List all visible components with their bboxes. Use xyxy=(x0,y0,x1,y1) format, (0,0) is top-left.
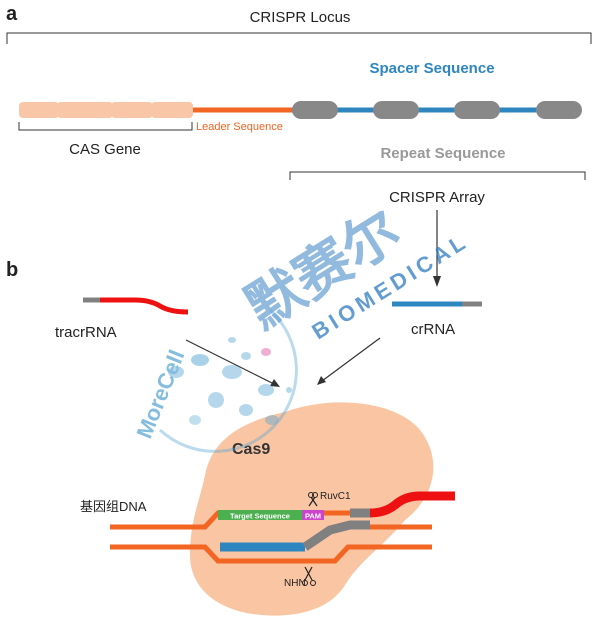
cas-gene-label: CAS Gene xyxy=(69,141,141,158)
cas-gene-block xyxy=(151,102,193,118)
cas-gene-block xyxy=(19,102,59,118)
repeat-block xyxy=(373,101,419,119)
ruvc1-scissors-icon xyxy=(308,492,318,507)
crrna-label: crRNA xyxy=(411,321,455,338)
leader-sequence-label: Leader Sequence xyxy=(196,121,283,133)
cas-gene-block xyxy=(111,102,153,118)
nhn-label: NHN xyxy=(284,578,306,589)
repeat-block xyxy=(454,101,500,119)
tracrrna-red-tail xyxy=(369,491,455,518)
panel-a-label: a xyxy=(6,3,18,25)
pam-block xyxy=(302,510,324,520)
repeat-sequence-label: Repeat Sequence xyxy=(380,145,505,162)
crrna-arrow xyxy=(321,337,381,382)
arrow-head xyxy=(433,276,441,287)
spacer-sequence-label: Spacer Sequence xyxy=(369,60,494,77)
tracrrna-red-segment xyxy=(100,297,189,315)
ruvc1-label: RuvC1 xyxy=(320,491,351,502)
tracrrna-label: tracrRNA xyxy=(55,324,117,341)
genomic-dna-label: 基因组DNA xyxy=(80,499,147,514)
panel-b-label: b xyxy=(6,259,18,281)
cas-gene-block xyxy=(57,102,113,118)
repeat-block xyxy=(292,101,338,119)
target-sequence-block xyxy=(218,510,302,520)
repeat-block xyxy=(536,101,582,119)
nhn-scissors-icon xyxy=(302,566,316,586)
crispr-array-label: CRISPR Array xyxy=(389,189,485,206)
dna-bottom-strand xyxy=(110,544,432,564)
crispr-locus-label: CRISPR Locus xyxy=(250,9,351,26)
target-sequence-label: Target Sequence xyxy=(230,512,290,521)
pam-label: PAM xyxy=(305,512,321,521)
arrow-head xyxy=(270,379,280,387)
cas9-label: Cas9 xyxy=(232,441,270,458)
cas-gene-bracket xyxy=(18,122,193,131)
arrow-head xyxy=(317,376,326,385)
guide-rna-gray xyxy=(302,520,370,551)
locus-bracket xyxy=(6,32,592,44)
crispr-array-bracket xyxy=(289,171,586,180)
tracrrna-arrow xyxy=(185,339,277,386)
watermark-morecell-text: MoreCell xyxy=(131,346,189,442)
